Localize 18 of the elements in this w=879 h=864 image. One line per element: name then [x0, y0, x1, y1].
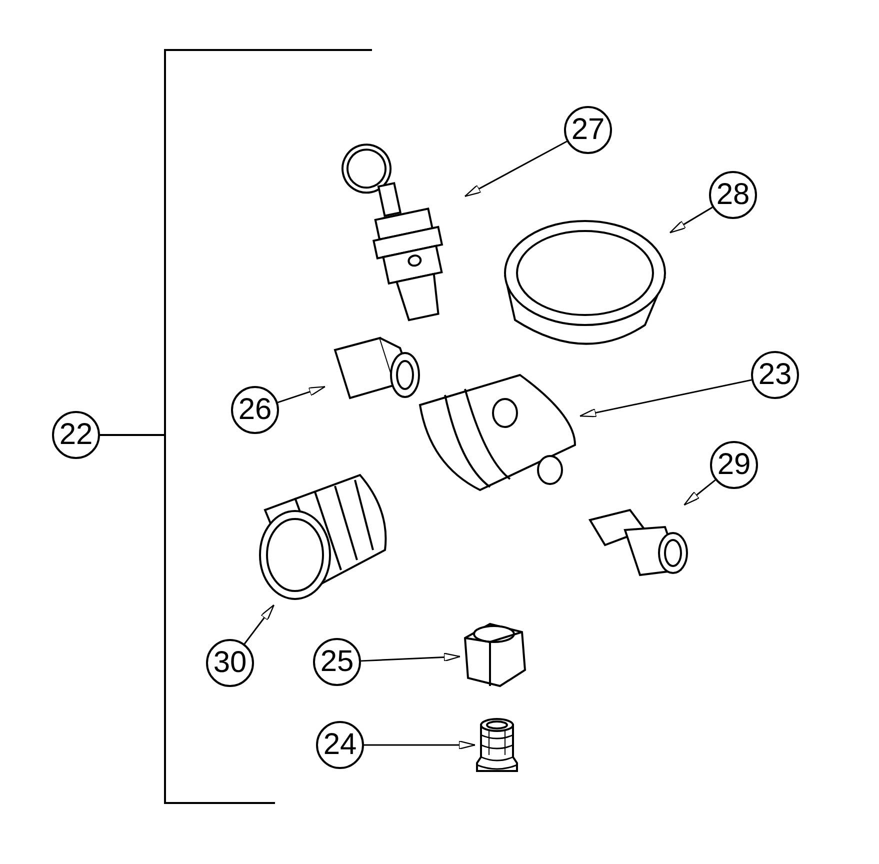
leader-line: [669, 206, 713, 234]
callout-number: 24: [316, 721, 364, 769]
callout-number: 23: [751, 351, 799, 399]
leader-line: [278, 386, 326, 404]
leader-line: [244, 604, 274, 644]
callout-number: 28: [709, 171, 757, 219]
callout-number: 27: [564, 106, 612, 154]
leader-line: [364, 740, 476, 750]
callout-number: 29: [710, 441, 758, 489]
leader-line: [684, 479, 716, 506]
leader-line: [464, 140, 568, 197]
callout-number: 30: [206, 639, 254, 687]
leader-line: [579, 379, 752, 418]
callout-number: 26: [231, 386, 279, 434]
callout-number: 22: [52, 411, 100, 459]
leader-line: [360, 652, 461, 662]
bushing-drawing: [475, 715, 520, 775]
callout-number: 25: [313, 638, 361, 686]
